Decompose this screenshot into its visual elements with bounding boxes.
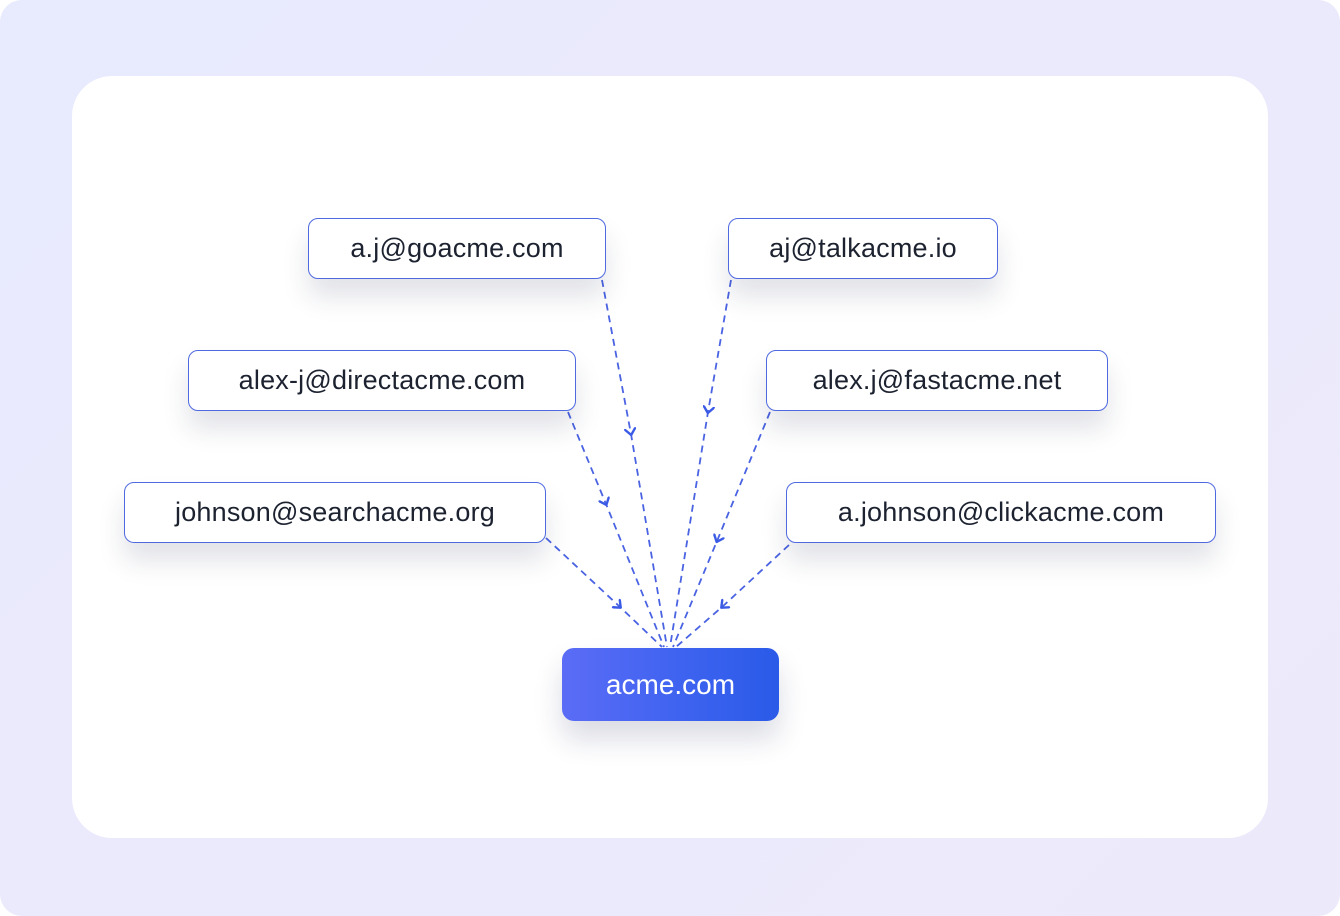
source-node-clickacme: a.johnson@clickacme.com xyxy=(786,482,1216,543)
target-domain-node: acme.com xyxy=(562,648,779,721)
node-label: johnson@searchacme.org xyxy=(175,497,495,527)
source-node-searchacme: johnson@searchacme.org xyxy=(124,482,546,543)
node-label: a.j@goacme.com xyxy=(350,233,564,263)
source-node-directacme: alex-j@directacme.com xyxy=(188,350,576,411)
node-label: alex-j@directacme.com xyxy=(238,365,526,395)
source-node-goacme: a.j@goacme.com xyxy=(308,218,606,279)
diagram-card xyxy=(72,76,1268,838)
target-label: acme.com xyxy=(605,668,736,700)
source-node-talkacme: aj@talkacme.io xyxy=(728,218,998,279)
node-label: aj@talkacme.io xyxy=(769,233,957,263)
node-label: alex.j@fastacme.net xyxy=(812,365,1062,395)
node-label: a.johnson@clickacme.com xyxy=(837,497,1165,527)
source-node-fastacme: alex.j@fastacme.net xyxy=(766,350,1108,411)
